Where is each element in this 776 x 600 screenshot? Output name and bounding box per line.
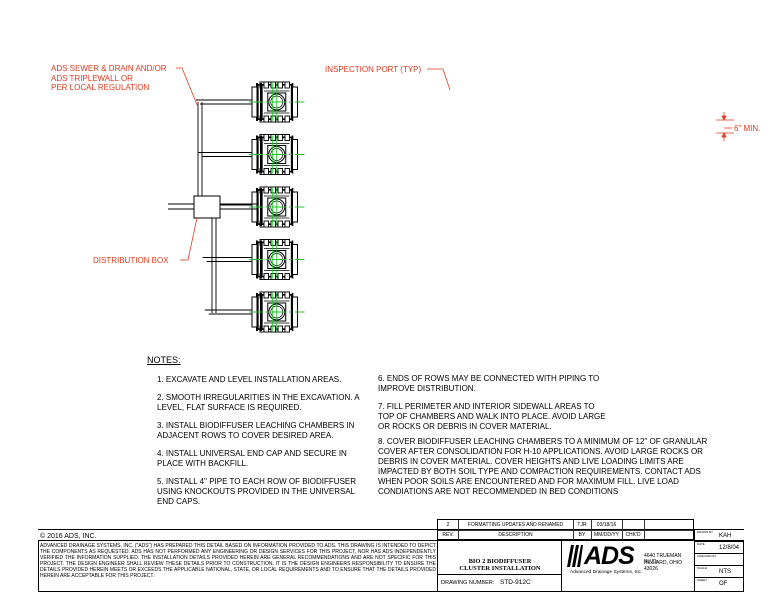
by-header: BY (578, 532, 586, 538)
min-spacing-callout: 6" MIN. (734, 124, 761, 133)
rev-header: REV. (442, 532, 454, 538)
title-block-frame (38, 540, 744, 592)
sewer-leader (176, 67, 199, 108)
rev-date: 03/18/16 (596, 522, 617, 528)
ads-logo-text: ADS (584, 542, 635, 570)
note-5: 5. INSTALL 4" PIPE TO EACH ROW OF BIODIF… (157, 477, 357, 506)
ads-logo-stripes-icon (567, 545, 583, 567)
inspection-port-leader (427, 68, 451, 91)
scale: NTS (719, 569, 731, 575)
drawing-title-line1: BIO 2 BIODIFFUSER (468, 558, 532, 565)
distribution-box-callout: DISTRIBUTION BOX (93, 256, 169, 265)
sewer-callout-line2: ADS TRIPLEWALL OR (51, 73, 133, 83)
disclaimer: ADVANCED DRAINAGE SYSTEMS, INC. ("ADS") … (40, 543, 436, 579)
address-line2: HILLIARD, OHIO 43026 (644, 560, 683, 572)
note-3: 3. INSTALL BIODIFFUSER LEACHING CHAMBERS… (157, 421, 355, 440)
sewer-callout-line1: ADS SEWER & DRAIN AND/OR (51, 64, 167, 73)
distribution-piping (168, 99, 257, 315)
inspection-port-callout: INSPECTION PORT (TYP) (325, 65, 422, 74)
description-header: DESCRIPTION (498, 532, 533, 538)
chamber-row (249, 239, 305, 280)
drawn-by: KAH (719, 533, 732, 539)
notes-header: NOTES: (147, 355, 181, 365)
chamber-row (249, 81, 305, 123)
rev-number: 2 (446, 522, 450, 528)
note-1: 1. EXCAVATE AND LEVEL INSTALLATION AREAS… (157, 375, 342, 384)
note-4: 4. INSTALL UNIVERSAL END CAP AND SECURE … (157, 449, 347, 468)
note-7: 7. FILL PERIMETER AND INTERIOR SIDEWALL … (378, 402, 606, 431)
scale-label: SCALE (697, 566, 707, 570)
note-8: 8. COVER BIODIFFUSER LEACHING CHAMBERS T… (378, 437, 708, 496)
sheet-label: SHEET (697, 578, 708, 582)
distribution-box-leader (180, 217, 198, 261)
checked-by-label: CHECKED BY (697, 554, 717, 558)
drawing-number: STD-912C (500, 579, 531, 586)
company-name: Advanced Drainage Systems, Inc. (570, 570, 643, 575)
ads-logo: ADS (567, 542, 635, 570)
drawing-date: 12/8/04 (719, 545, 740, 551)
date-header: MM/DD/YY (594, 532, 619, 538)
title-block-divider (38, 540, 744, 541)
rev-by: TJR (577, 522, 587, 528)
sewer-callout: ADS SEWER & DRAIN AND/OR ADS TRIPLEWALL … (51, 64, 167, 93)
company-logo-box: ADS Advanced Drainage Systems, Inc. 4640… (562, 540, 695, 592)
drawing-title-box: BIO 2 BIODIFFUSER CLUSTER INSTALLATION D… (437, 540, 562, 592)
sewer-callout-line3: PER LOCAL REGULATION (51, 83, 150, 92)
revision-table: 2 FORMATTING UPDATES AND RENAMED TJR 03/… (437, 519, 694, 540)
address-line1: 4640 TRUEMAN BLVD (644, 553, 682, 565)
chamber-layout-drawing (168, 67, 734, 333)
title-block-top-border (38, 529, 744, 530)
note-6: 6. ENDS OF ROWS MAY BE CONNECTED WITH PI… (378, 374, 600, 393)
sheet: OF (719, 581, 728, 587)
copyright: © 2016 ADS, INC. (40, 533, 97, 540)
note-2: 2. SMOOTH IRREGULARITIES IN THE EXCAVATI… (157, 393, 360, 412)
drawn-by-label: DRAWN BY (697, 530, 714, 534)
checked-header: CHK'D (625, 532, 641, 538)
sheet-info-box: DRAWN BY KAH DATE 12/8/04 CHECKED BY SCA… (694, 529, 744, 592)
drawing-title-line2: CLUSTER INSTALLATION (459, 565, 541, 572)
chamber-row (249, 291, 305, 333)
chamber-row (249, 186, 305, 228)
distribution-box (193, 195, 221, 219)
date-label: DATE (697, 542, 705, 546)
drawing-number-label: DRAWING NUMBER: (441, 580, 495, 586)
min-spacing-dimension (716, 112, 734, 141)
chamber-row (249, 134, 305, 175)
rev-description: FORMATTING UPDATES AND RENAMED (467, 522, 564, 528)
